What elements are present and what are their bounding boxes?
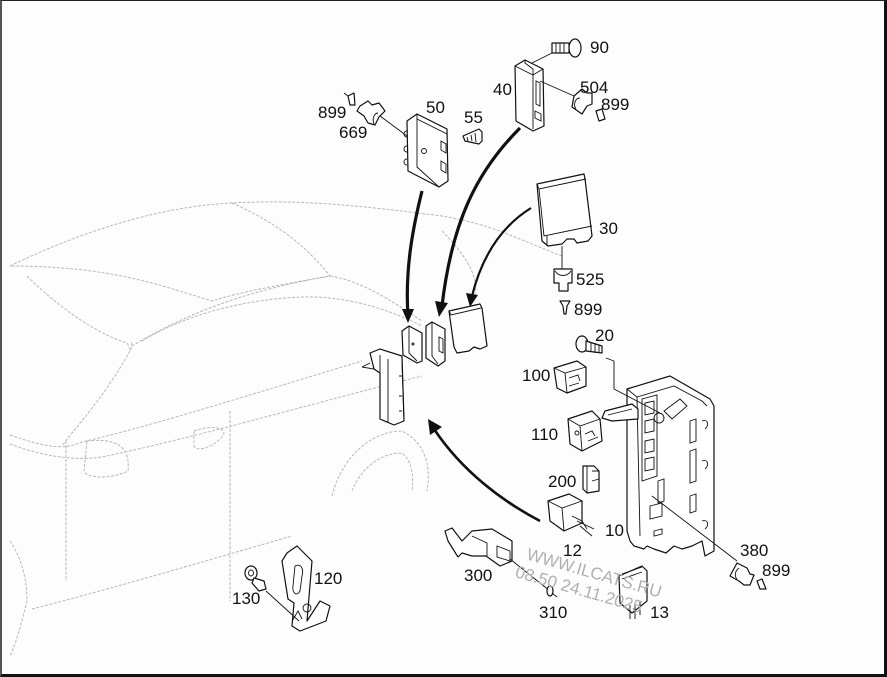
label-30[interactable]: 30 — [599, 219, 618, 238]
watermark: WWW.ILCATS.RU 08.50 24.11.2025 — [513, 545, 664, 617]
part-310-plug[interactable] — [546, 585, 558, 598]
car-rear-wheel-arch — [331, 430, 429, 497]
car-a-pillar — [61, 350, 131, 447]
car-door-frame — [141, 296, 423, 342]
label-110[interactable]: 110 — [531, 425, 558, 444]
label-40[interactable]: 40 — [493, 80, 512, 99]
label-100[interactable]: 100 — [522, 366, 550, 385]
car-roofline — [9, 201, 563, 267]
label-12[interactable]: 12 — [563, 541, 582, 560]
label-310[interactable]: 310 — [539, 603, 567, 622]
part-10-fuse-relay-box[interactable] — [626, 375, 715, 557]
arrow-50-to-assembly — [405, 190, 424, 317]
part-labels: 90 40 504 899 899 50 669 55 30 525 899 2… — [232, 38, 790, 622]
part-20-screw[interactable] — [575, 335, 603, 354]
part-55-screw[interactable] — [462, 128, 483, 145]
label-669[interactable]: 669 — [339, 123, 367, 142]
arrowhead-30 — [466, 293, 478, 307]
label-300[interactable]: 300 — [464, 566, 492, 585]
part-12-relay[interactable] — [547, 493, 595, 537]
fuse-box-tab — [601, 403, 639, 422]
part-40-control-module[interactable] — [514, 59, 545, 132]
car-rear-wheel-arch-inner — [351, 452, 414, 492]
label-50[interactable]: 50 — [426, 98, 445, 117]
car-tail-panel — [441, 230, 477, 302]
arrowhead-50 — [402, 309, 414, 323]
car-front-wheel-arch — [9, 540, 28, 657]
car-door-handle — [193, 427, 225, 450]
leader-380-to-10 — [651, 495, 738, 562]
part-380-connector[interactable] — [729, 562, 755, 586]
part-525-connector[interactable] — [553, 268, 573, 292]
part-13-fuse-holder[interactable] — [618, 565, 648, 619]
label-20[interactable]: 20 — [595, 326, 614, 345]
label-899-top-right[interactable]: 899 — [601, 95, 629, 114]
part-899-plug-bottom[interactable] — [756, 578, 767, 590]
leader-20-to-10 — [605, 357, 661, 414]
label-525[interactable]: 525 — [576, 270, 604, 289]
part-30-cover[interactable] — [536, 173, 593, 247]
part-899-plug-top-left[interactable] — [343, 92, 356, 106]
part-200-relay-bracket[interactable] — [582, 465, 600, 494]
arrowhead-40 — [435, 301, 448, 317]
leader-300-to-310 — [509, 558, 551, 592]
leader-669-to-50 — [379, 115, 408, 137]
part-669-connector[interactable] — [356, 100, 386, 126]
leader-90-to-40 — [531, 52, 553, 64]
part-90-screw[interactable] — [551, 38, 582, 58]
arrow-30-to-assembly — [470, 207, 532, 297]
part-899-plug-mid[interactable] — [559, 300, 571, 315]
label-899-bottom[interactable]: 899 — [762, 561, 790, 580]
car-rear-window — [9, 202, 331, 302]
part-100-relay[interactable] — [553, 360, 587, 394]
part-130-screw[interactable] — [244, 565, 267, 592]
part-504-connector[interactable] — [571, 88, 593, 115]
car-outline — [9, 201, 563, 657]
car-side-window — [131, 275, 423, 347]
label-504[interactable]: 504 — [580, 78, 608, 97]
arrow-fusebox-to-assembly — [432, 428, 541, 523]
car-windshield — [26, 275, 133, 352]
leader-504-to-40 — [539, 80, 575, 97]
car-beltline — [9, 360, 363, 448]
arrow-40-to-assembly — [440, 126, 522, 307]
label-200[interactable]: 200 — [548, 472, 576, 491]
label-55[interactable]: 55 — [464, 108, 483, 127]
part-120-mounting-bracket[interactable] — [281, 545, 331, 632]
part-300-switch-connector[interactable] — [444, 527, 513, 567]
assembly-arrows — [402, 126, 541, 523]
label-130[interactable]: 130 — [232, 589, 260, 608]
label-380[interactable]: 380 — [740, 541, 768, 560]
assembled-module-group[interactable] — [361, 303, 488, 426]
part-50-control-module[interactable] — [403, 113, 449, 188]
car-mirror — [83, 439, 129, 478]
label-899-top-left[interactable]: 899 — [318, 103, 346, 122]
label-90[interactable]: 90 — [590, 38, 609, 57]
label-899-mid[interactable]: 899 — [574, 300, 602, 319]
leader-130-to-120 — [265, 590, 300, 622]
part-110-relay[interactable] — [567, 410, 603, 452]
label-120[interactable]: 120 — [314, 569, 342, 588]
car-hood-line — [9, 375, 423, 459]
label-10[interactable]: 10 — [605, 521, 624, 540]
arrowhead-fusebox — [428, 419, 442, 435]
label-13[interactable]: 13 — [650, 603, 669, 622]
car-sill — [31, 535, 293, 610]
part-899-plug-top-right[interactable] — [595, 108, 606, 122]
